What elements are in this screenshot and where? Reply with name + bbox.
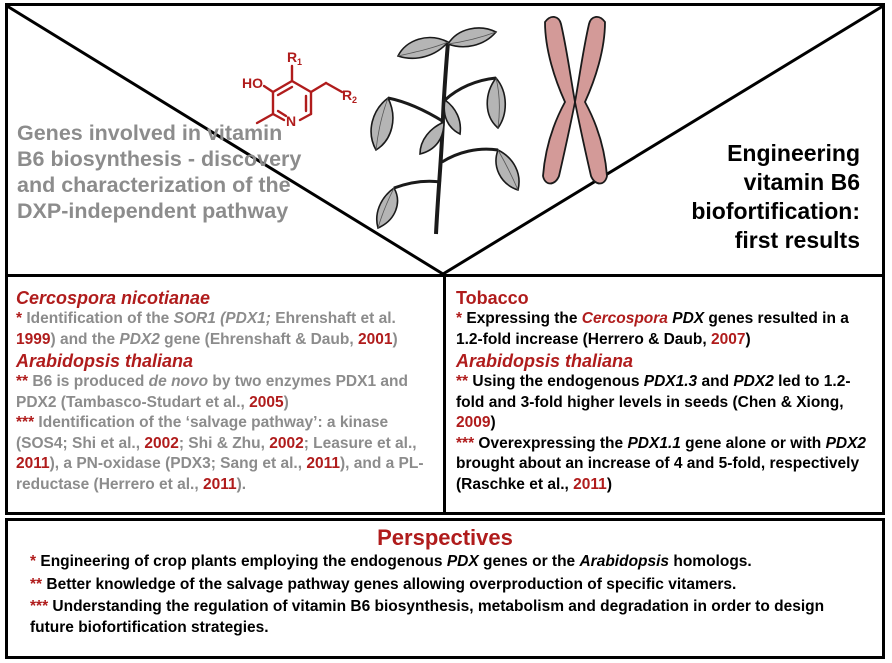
plant-illustration xyxy=(370,27,520,235)
right-heading-tobacco: Tobacco xyxy=(456,288,529,308)
right-column: Tobacco * Expressing the Cercospora PDX … xyxy=(456,287,876,495)
bottom-panel xyxy=(5,518,885,659)
left-heading-arabidopsis: Arabidopsis thaliana xyxy=(16,351,194,371)
left-bullet-3: *** Identification of the ‘salvage pathw… xyxy=(16,414,424,493)
left-bullet-1: * Identification of the SOR1 (PDX1; Ehre… xyxy=(16,310,398,348)
perspectives-bullet-2: ** Better knowledge of the salvage pathw… xyxy=(30,575,737,593)
perspectives-bullet-3: *** Understanding the regulation of vita… xyxy=(30,598,825,636)
left-heading-cercospora: Cercospora nicotianae xyxy=(16,288,211,308)
right-bullet-3: *** Overexpressing the PDX1.1 gene alone… xyxy=(456,434,867,493)
right-bullet-2: ** Using the endogenous PDX1.3 and PDX2 … xyxy=(456,373,851,431)
left-column: Cercospora nicotianae * Identification o… xyxy=(16,287,438,495)
pyridoxine-molecule: HO R 1 R 2 N xyxy=(242,49,357,129)
left-top-title: Genes involved in vitamin B6 biosynthesi… xyxy=(17,121,302,223)
r1-subscript: 1 xyxy=(297,57,302,67)
r1-label: R xyxy=(287,49,297,65)
perspectives-title: Perspectives xyxy=(377,525,513,550)
left-bullet-2: ** B6 is produced de novo by two enzymes… xyxy=(16,373,408,411)
middle-divider xyxy=(443,274,446,515)
right-heading-arabidopsis: Arabidopsis thaliana xyxy=(456,351,634,371)
right-top-title: Engineering vitamin B6 biofortification:… xyxy=(691,140,860,253)
perspectives-bullet-1: * Engineering of crop plants employing t… xyxy=(30,553,752,570)
right-bullet-1: * Expressing the Cercospora PDX genes re… xyxy=(456,310,849,348)
r2-subscript: 2 xyxy=(352,95,357,105)
perspectives-list: * Engineering of crop plants employing t… xyxy=(30,552,870,638)
r2-label: R xyxy=(342,87,352,103)
nitrogen-label: N xyxy=(286,113,296,129)
chromosome-illustration xyxy=(542,16,608,185)
hydroxyl-label: HO xyxy=(242,75,263,91)
